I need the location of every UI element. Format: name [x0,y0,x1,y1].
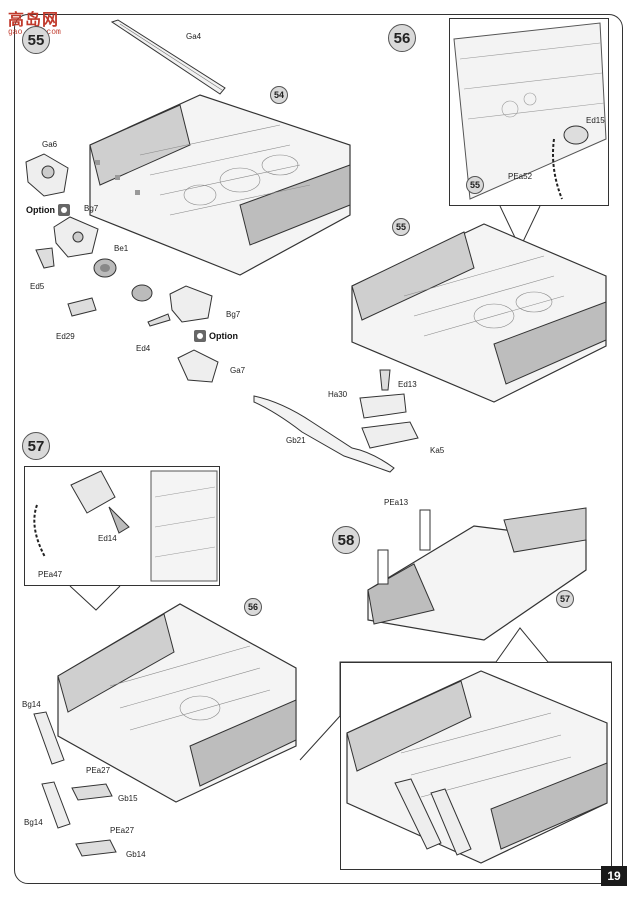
page-frame [14,14,623,884]
step56-detail-box [449,18,609,206]
ha30-part-drawing [359,393,407,419]
ed5-part-drawing [35,247,55,269]
part-label-ka5: Ka5 [430,446,445,455]
ed4-part-drawing [147,313,171,327]
gb14-part-drawing [75,839,117,857]
ref-55-number: 55 [469,180,480,190]
option-icon [58,204,70,216]
step-58-badge: 58 [332,526,360,554]
hull-drawing-step58 [367,507,587,641]
part-label-gb14: Gb14 [126,850,146,859]
part-label-pea27-lower: PEa27 [110,826,135,835]
ga4-part-drawing [110,19,226,95]
bg14-part-drawing-lower [41,781,71,829]
hull-drawing-step55 [89,94,351,276]
part-label-bg7-left: Bg7 [84,204,99,213]
ed13-part-drawing [379,369,391,391]
ref-54-badge: 54 [270,86,288,104]
part-label-ed29: Ed29 [56,332,75,341]
option-marker-2: Option [194,330,238,342]
part-label-pea27-upper: PEa27 [86,766,111,775]
part-label-ga7: Ga7 [230,366,246,375]
step58-result-box [340,662,612,870]
part-label-gb15: Gb15 [118,794,138,803]
option-label-1: Option [26,205,55,215]
bg7-part-drawing-left [53,216,99,258]
part-label-be1: Be1 [114,244,129,253]
ref-57-number: 57 [559,594,570,604]
step-55-badge: 55 [22,26,50,54]
step-57-number: 57 [27,437,45,455]
part-label-ed15: Ed15 [586,116,605,125]
part-label-ed4: Ed4 [136,344,151,353]
part-label-ed13: Ed13 [398,380,417,389]
part-label-ed5: Ed5 [30,282,45,291]
be1-part-drawing-2 [131,284,153,302]
part-label-bg14-upper: Bg14 [22,700,41,709]
step-57-badge: 57 [22,432,50,460]
part-label-gb21: Gb21 [286,436,306,445]
ref-56-number: 56 [247,602,258,612]
option-marker-1: Option [26,204,70,216]
ka5-part-drawing [361,421,419,449]
hull-drawing-step57 [57,603,297,803]
part-label-ga4: Ga4 [186,32,202,41]
ref-56-badge: 56 [244,598,262,616]
step57-detail-box [24,466,220,586]
gb21-part-drawing [253,395,395,473]
step-55-number: 55 [27,31,45,49]
ed29-part-drawing [67,297,97,317]
part-label-ed14: Ed14 [98,534,117,543]
page-number: 19 [601,866,627,886]
step-56-number: 56 [393,29,411,47]
step-56-badge: 56 [388,24,416,52]
hull-drawing-step58-result [346,670,608,864]
ref-55-badge-hull: 55 [392,218,410,236]
ref-55-badge-detail: 55 [466,176,484,194]
option-label-2: Option [209,331,238,341]
ref-54-number: 54 [273,90,284,100]
part-label-ha30: Ha30 [328,390,348,399]
part-label-pea47: PEa47 [38,570,63,579]
step-58-number: 58 [337,531,355,549]
part-label-pea52: PEa52 [508,172,533,181]
gb15-part-drawing [71,783,113,801]
part-label-pea13: PEa13 [384,498,409,507]
part-label-bg14-lower: Bg14 [24,818,43,827]
watermark-text: 高岛网 [8,12,60,29]
ref-57-badge: 57 [556,590,574,608]
part-label-bg7-right: Bg7 [226,310,241,319]
ref-55b-number: 55 [395,222,406,232]
ga6-part-drawing [25,153,69,197]
option-icon [194,330,206,342]
detail-drawing-57 [33,470,218,582]
ga7-part-drawing [177,349,219,383]
bg7-part-drawing-right [169,285,213,323]
bg14-part-drawing-upper [33,711,65,765]
part-label-ga6: Ga6 [42,140,58,149]
be1-part-drawing [93,258,117,278]
detail-drawing-56 [453,22,607,200]
hull-drawing-step56 [351,223,607,403]
